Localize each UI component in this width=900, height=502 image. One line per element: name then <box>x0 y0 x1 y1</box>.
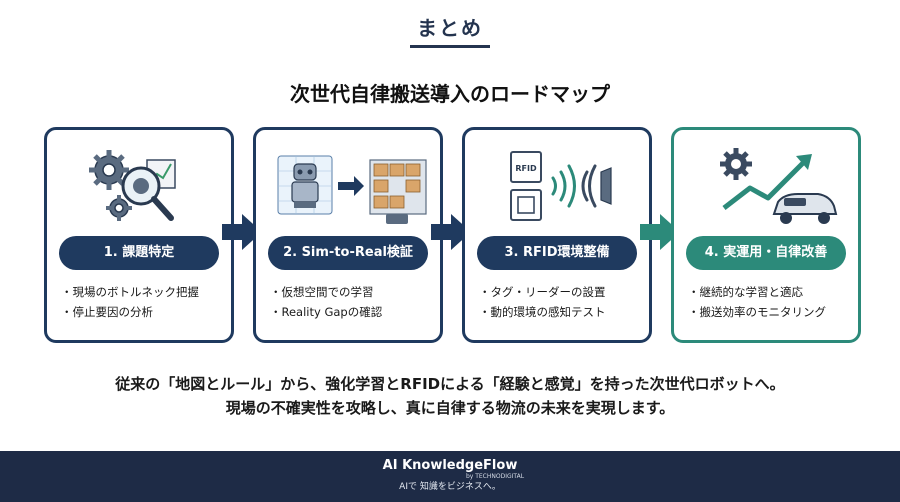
gears-magnifier-chart-icon <box>89 150 176 221</box>
step-bullets-3: ・タグ・リーダーの設置 ・動的環境の感知テスト <box>479 282 606 322</box>
section-title: まとめ <box>417 16 483 40</box>
brand-tagline: AIで 知識をビジネスへ。 <box>399 482 501 492</box>
step-bullet: ・仮想空間での学習 <box>270 285 374 299</box>
step-title-2: 2. Sim-to-Real検証 <box>268 236 428 270</box>
roadmap-steps: 1. 課題特定 ・現場のボトルネック把握 ・停止要因の分析 <box>0 127 900 347</box>
roadmap-title: 次世代自律搬送導入のロードマップ <box>290 82 610 106</box>
step-title-4: 4. 実運用・自律改善 <box>686 236 846 270</box>
step-bullet: ・搬送効率のモニタリング <box>688 305 826 319</box>
summary-text: 従来の「地図とルール」から、強化学習とRFIDによる「経験と感覚」を持った次世代… <box>0 372 900 420</box>
step-title-1: 1. 課題特定 <box>59 236 219 270</box>
step-bullets-1: ・現場のボトルネック把握 ・停止要因の分析 <box>61 282 199 322</box>
arrow-right-icon <box>640 214 680 250</box>
step-bullet: ・動的環境の感知テスト <box>479 305 606 319</box>
summary-line-1: 従来の「地図とルール」から、強化学習とRFIDによる「経験と感覚」を持った次世代… <box>115 375 785 393</box>
brand-logo-text: AI KnowledgeFlow <box>382 458 518 473</box>
step-bullet: ・現場のボトルネック把握 <box>61 285 199 299</box>
step-bullet: ・タグ・リーダーの設置 <box>479 285 606 299</box>
step-bullets-2: ・仮想空間での学習 ・Reality Gapの確認 <box>270 282 382 322</box>
brand-subtitle: by TECHNODIGITAL <box>465 473 525 480</box>
step-card-2: 2. Sim-to-Real検証 ・仮想空間での学習 ・Reality Gapの… <box>253 127 443 343</box>
step-bullets-4: ・継続的な学習と適応 ・搬送効率のモニタリング <box>688 282 826 322</box>
step-title-3: 3. RFID環境整備 <box>477 236 637 270</box>
footer: AI KnowledgeFlow by TECHNODIGITAL AIで 知識… <box>0 451 900 502</box>
rfid-tag-reader-icon: RFID <box>510 151 612 221</box>
robot-warehouse-simulation-icon <box>277 155 427 224</box>
rfid-tag-label: RFID <box>515 164 537 173</box>
gear-growth-vehicle-icon <box>720 148 838 224</box>
section-title-underline <box>410 45 490 48</box>
step-card-4: 4. 実運用・自律改善 ・継続的な学習と適応 ・搬送効率のモニタリング <box>671 127 861 343</box>
step-bullet: ・継続的な学習と適応 <box>688 285 803 299</box>
step-bullet: ・停止要因の分析 <box>61 305 153 319</box>
step-card-3: RFID 3. RFID環境整備 ・タグ・リーダーの設置 ・動的環境の感知テスト <box>462 127 652 343</box>
arrow-right-icon <box>222 214 262 250</box>
step-bullet: ・Reality Gapの確認 <box>270 305 383 319</box>
arrow-right-icon <box>431 214 471 250</box>
summary-line-2: 現場の不確実性を攻略し、真に自律する物流の未来を実現します。 <box>225 399 675 417</box>
step-card-1: 1. 課題特定 ・現場のボトルネック把握 ・停止要因の分析 <box>44 127 234 343</box>
